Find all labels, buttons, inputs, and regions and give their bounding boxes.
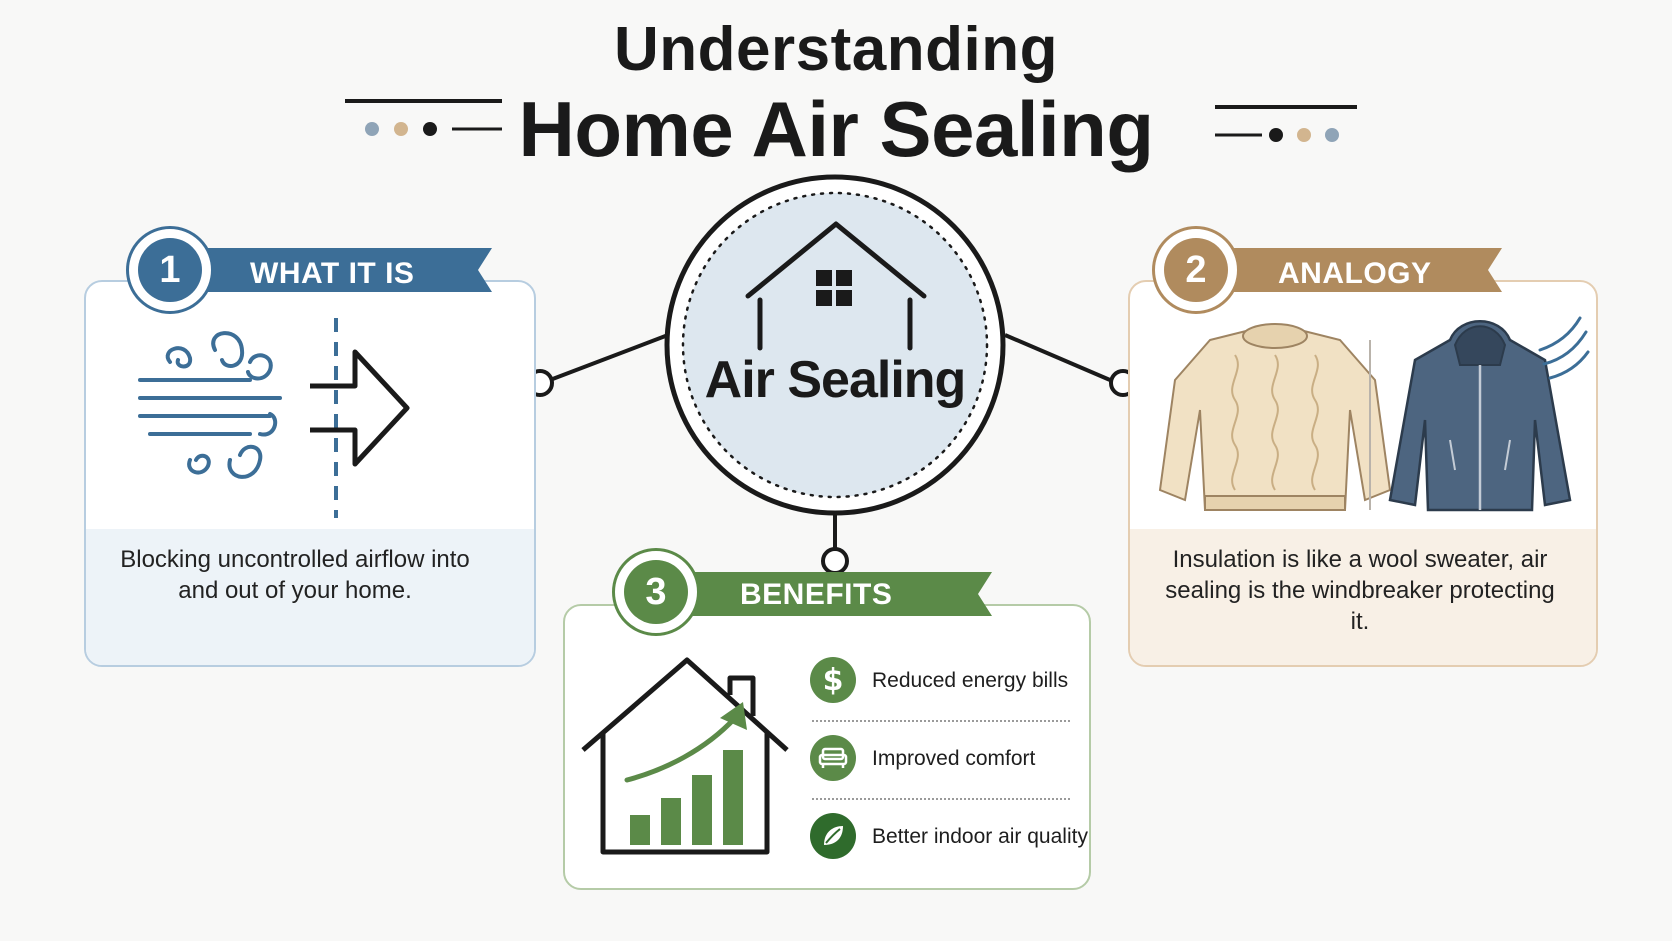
what-it-is-number-badge: 1 — [126, 226, 214, 314]
benefits-banner — [670, 572, 992, 616]
title-line-1: Understanding — [614, 15, 1058, 84]
benefit-divider-2 — [812, 798, 1070, 800]
what-it-is-number: 1 — [138, 238, 202, 302]
title-ornament-left — [345, 99, 502, 136]
analogy-number: 2 — [1164, 238, 1228, 302]
benefit-item-label-2: Improved comfort — [872, 747, 1036, 770]
what-it-is-text-zone — [86, 529, 534, 665]
title-ornament-right — [1215, 105, 1357, 142]
windbreaker-jacket-icon — [1388, 320, 1572, 512]
center-circle — [664, 174, 1006, 516]
analogy-banner-label: ANALOGY — [1278, 257, 1432, 290]
leaf-icon — [810, 813, 856, 859]
analogy-number-badge: 2 — [1152, 226, 1240, 314]
analogy-banner — [1210, 248, 1502, 292]
benefits-number-badge: 3 — [612, 548, 700, 636]
analogy-illustration — [1158, 316, 1590, 512]
dollar-icon: $ — [810, 657, 856, 703]
what-it-is-card — [84, 280, 536, 667]
benefits-number: 3 — [624, 560, 688, 624]
benefit-item-label-1: Reduced energy bills — [872, 669, 1069, 692]
analogy-description: Insulation is like a wool sweater, air s… — [1165, 546, 1555, 635]
wind-through-barrier-icon — [138, 318, 410, 518]
house-icon — [745, 221, 927, 351]
benefit-item-label-3: Better indoor air quality — [872, 825, 1088, 848]
wind-lines-icon — [1538, 316, 1590, 380]
what-it-is-banner — [190, 248, 492, 292]
house-growth-chart-icon — [581, 657, 789, 855]
what-it-is-banner-label: WHAT IT IS — [250, 257, 415, 290]
title-line-2: Home Air Sealing — [518, 85, 1154, 173]
benefits-banner-label: BENEFITS — [740, 578, 893, 611]
sofa-icon — [810, 735, 856, 781]
what-it-is-description: Blocking uncontrolled airflow into and o… — [120, 546, 470, 604]
benefit-divider-1 — [812, 720, 1070, 722]
wool-sweater-icon — [1158, 323, 1392, 511]
center-label: Air Sealing — [704, 351, 967, 409]
analogy-text-zone — [1130, 529, 1596, 665]
